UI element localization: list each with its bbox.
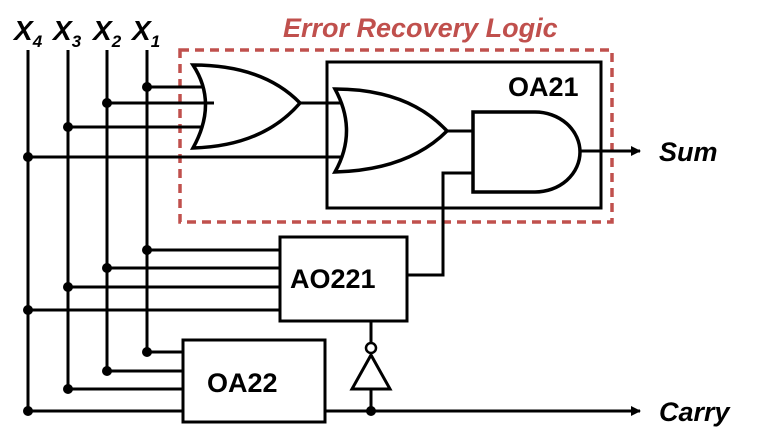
and-gate xyxy=(471,110,582,194)
input-label-x1: X1 xyxy=(130,15,160,51)
oa22-label: OA22 xyxy=(207,368,278,398)
oa22-block xyxy=(181,338,327,424)
wires xyxy=(28,85,641,416)
junction-dots xyxy=(23,82,376,416)
ao221-block xyxy=(278,235,409,323)
sum-output-label: Sum xyxy=(659,137,718,167)
error-recovery-region xyxy=(178,48,614,224)
input-label-x4: X4 xyxy=(12,15,43,51)
input-label-x3: X3 xyxy=(51,15,82,51)
error-recovery-label: Error Recovery Logic xyxy=(283,13,558,43)
ao221-label: AO221 xyxy=(290,264,376,294)
input-labels: X4 X3 X2 X1 xyxy=(12,15,160,51)
carry-output-label: Carry xyxy=(659,397,732,427)
input-label-x2: X2 xyxy=(91,15,122,51)
oa21-label: OA21 xyxy=(508,72,579,102)
or-gate-1 xyxy=(189,63,303,150)
or-gate-2 xyxy=(331,87,450,174)
inverter-triangle xyxy=(349,351,393,391)
inverter-bubble xyxy=(364,341,378,355)
